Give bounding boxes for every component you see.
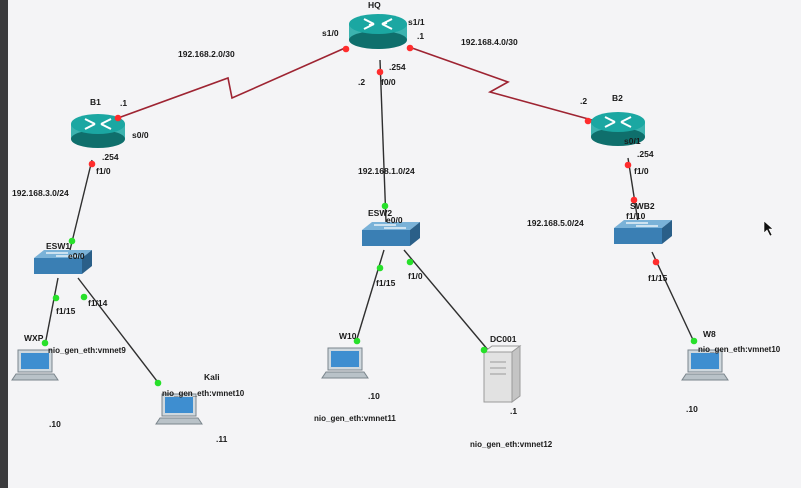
if-b1-f1-0: f1/0 (96, 166, 111, 176)
if-hq-dot2: .2 (358, 77, 365, 87)
if-esw1-f1-15: f1/15 (56, 306, 76, 316)
port-w10 (353, 337, 361, 345)
device-name-esw2: ESW2 (368, 208, 392, 218)
host-kali[interactable] (155, 393, 203, 425)
switch-esw2[interactable] (362, 222, 420, 246)
network-label-hq-b2: 192.168.4.0/30 (461, 37, 518, 47)
host-w10[interactable] (321, 347, 369, 379)
link-esw1-wxp[interactable] (44, 277, 59, 346)
if-b2-f1-0-ip: .254 (637, 149, 654, 159)
device-name-w10: W10 (339, 331, 357, 341)
if-esw2-f1-15: f1/15 (376, 278, 396, 288)
port-esw1-f1-15 (52, 294, 60, 302)
if-b1-s0-0: s0/0 (132, 130, 149, 140)
if-swb2-f1-10: f1/10 (626, 211, 646, 221)
router-hq[interactable] (349, 14, 407, 49)
port-indicators (41, 44, 698, 387)
host-wxp[interactable] (11, 349, 59, 381)
screen-bezel (0, 0, 8, 488)
if-esw1-f1-14: f1/14 (88, 298, 108, 308)
if-b2-s0-1-ip: .2 (580, 96, 587, 106)
link-hq-esw2[interactable] (379, 59, 387, 223)
port-kali (154, 379, 162, 387)
device-name-b2: B2 (612, 93, 623, 103)
link-b2-swb2[interactable] (627, 157, 639, 223)
if-b2-f1-0: f1/0 (634, 166, 649, 176)
ip-kali: .11 (216, 434, 228, 444)
port-b1-s0-0 (114, 114, 122, 122)
port-wxp (41, 339, 49, 347)
device-name-kali: Kali (204, 372, 220, 382)
link-swb2-w8[interactable] (651, 251, 695, 343)
if-hq-f0-0-ip: .254 (389, 62, 406, 72)
device-name-w8: W8 (703, 329, 716, 339)
port-swb2-f1-15 (652, 258, 660, 266)
adapter-w10: nio_gen_eth:vmnet11 (314, 414, 396, 423)
device-name-b1: B1 (90, 97, 101, 107)
ip-dc001: .1 (510, 406, 517, 416)
device-name-swb2: SWB2 (630, 201, 655, 211)
network-label-b2-lan: 192.168.5.0/24 (527, 218, 584, 228)
if-hq-s1-1-ip: .1 (417, 31, 424, 41)
network-label-b1-lan: 192.168.3.0/24 (12, 188, 69, 198)
if-esw2-e0-0: e0/0 (386, 215, 403, 225)
adapter-wxp: nio_gen_eth:vmnet9 (48, 346, 126, 355)
device-name-esw1: ESW1 (46, 241, 70, 251)
link-esw1-kali[interactable] (77, 277, 161, 386)
mouse-cursor-icon (763, 220, 774, 237)
router-arrows-icon (84, 118, 112, 130)
link-esw2-dc001[interactable] (403, 249, 489, 351)
ip-w10: .10 (368, 391, 380, 401)
adapter-w8: nio_gen_eth:vmnet10 (698, 345, 781, 354)
if-hq-s1-0: s1/0 (322, 28, 339, 38)
switch-arrows-icon (374, 224, 406, 229)
host-w8[interactable] (681, 349, 729, 381)
switch-arrows-icon (626, 222, 658, 227)
port-hq-f0-0 (376, 68, 384, 76)
router-arrows-icon (604, 116, 632, 128)
port-b2-f1-0 (624, 161, 632, 169)
port-swb2-f1-10 (630, 196, 638, 204)
if-hq-f0-0: f0/0 (381, 77, 396, 87)
ip-wxp: .10 (49, 419, 61, 429)
if-b1-f1-0-ip: .254 (102, 152, 119, 162)
if-swb2-f1-15: f1/15 (648, 273, 668, 283)
port-b1-f1-0 (88, 160, 96, 168)
port-esw2-e0-0 (381, 202, 389, 210)
router-b2[interactable] (591, 112, 645, 146)
port-hq-s1-0 (342, 45, 350, 53)
port-esw2-f1-0 (406, 258, 414, 266)
device-name-wxp: WXP (24, 333, 44, 343)
if-esw2-f1-0: f1/0 (408, 271, 423, 281)
server-dc001[interactable] (482, 345, 522, 403)
network-label-hq-lan: 192.168.1.0/24 (358, 166, 415, 176)
if-b1-s0-0-ip: .1 (120, 98, 127, 108)
switch-arrows-icon (46, 252, 78, 257)
link-b1-esw1[interactable] (69, 159, 93, 251)
switch-esw1[interactable] (34, 250, 92, 274)
labels: HQ B1 B2 ESW1 ESW2 SWB2 WXP Kali W10 DC0… (12, 0, 781, 449)
device-name-hq: HQ (368, 0, 381, 10)
device-name-dc001: DC001 (490, 334, 517, 344)
port-hq-s1-1 (406, 44, 414, 52)
router-b1[interactable] (71, 114, 125, 148)
network-label-hq-b1: 192.168.2.0/30 (178, 49, 235, 59)
if-esw1-e0-0: e0/0 (68, 251, 85, 261)
port-b2-s0-1 (584, 117, 592, 125)
port-dc001 (480, 346, 488, 354)
adapter-kali: nio_gen_eth:vmnet10 (162, 389, 245, 398)
ip-w8: .10 (686, 404, 698, 414)
port-w8 (690, 337, 698, 345)
port-esw1-f1-14 (80, 293, 88, 301)
if-hq-s1-1: s1/1 (408, 17, 425, 27)
if-b2-s0-1: s0/1 (624, 136, 641, 146)
switch-swb2[interactable] (614, 220, 672, 244)
router-arrows-icon (363, 18, 393, 30)
link-b1-hq-serial[interactable] (117, 47, 346, 119)
port-esw2-f1-15 (376, 264, 384, 272)
link-hq-b2-serial[interactable] (411, 47, 593, 121)
port-esw1-e0-0 (68, 237, 76, 245)
adapter-dc001: nio_gen_eth:vmnet12 (470, 440, 553, 449)
